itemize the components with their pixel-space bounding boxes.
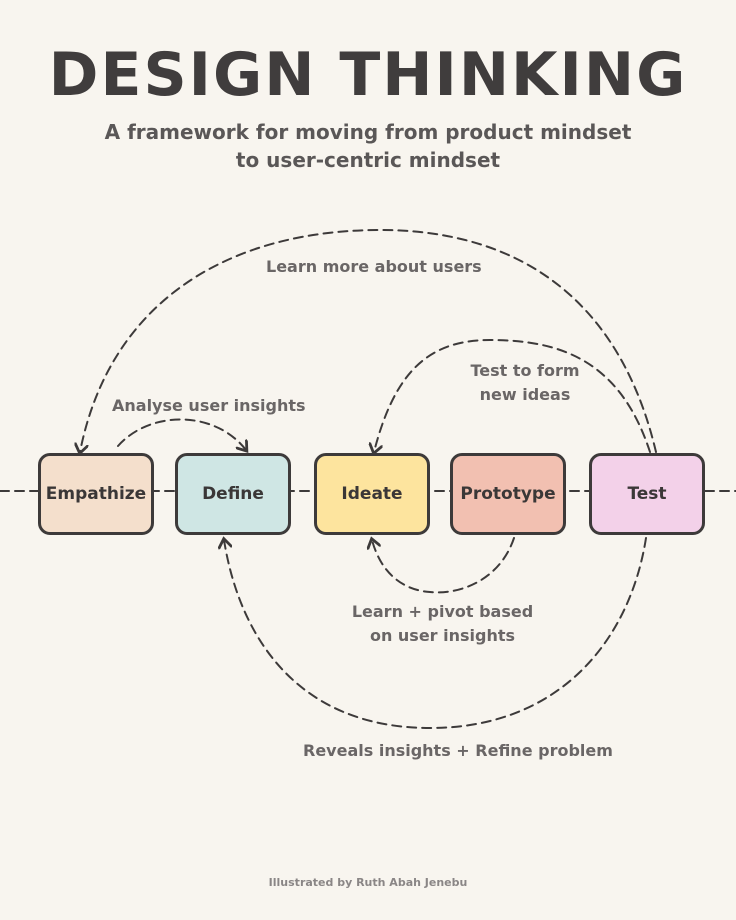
arc-learn-more xyxy=(80,228,657,452)
page-subtitle: A framework for moving from product mind… xyxy=(104,120,632,172)
stage-ideate: Ideate xyxy=(314,453,430,535)
arc-reveals xyxy=(224,538,647,730)
label-learn-more: Learn more about users xyxy=(266,257,482,276)
label-reveals: Reveals insights + Refine problem xyxy=(303,741,613,760)
stage-label: Empathize xyxy=(45,484,147,504)
arc-pivot xyxy=(372,538,515,594)
label-learn-pivot: Learn + pivot based on user insights xyxy=(351,602,534,645)
stage-prototype: Prototype xyxy=(450,453,566,535)
stage-empathize: Empathize xyxy=(38,453,154,535)
credit-text: Illustrated by Ruth Abah Jenebu xyxy=(268,876,468,889)
stage-test: Test xyxy=(589,453,705,535)
stage-define: Define xyxy=(175,453,291,535)
label-analyse: Analyse user insights xyxy=(112,396,306,415)
label-test-form: Test to form new ideas xyxy=(470,361,580,404)
stage-label: Define xyxy=(202,484,264,504)
stage-label: Ideate xyxy=(341,484,403,504)
stage-label: Test xyxy=(627,484,667,504)
arc-test-form xyxy=(374,338,651,452)
page-title: DESIGN THINKING xyxy=(48,40,688,110)
arc-analyse xyxy=(117,418,246,450)
stage-label: Prototype xyxy=(460,484,556,504)
